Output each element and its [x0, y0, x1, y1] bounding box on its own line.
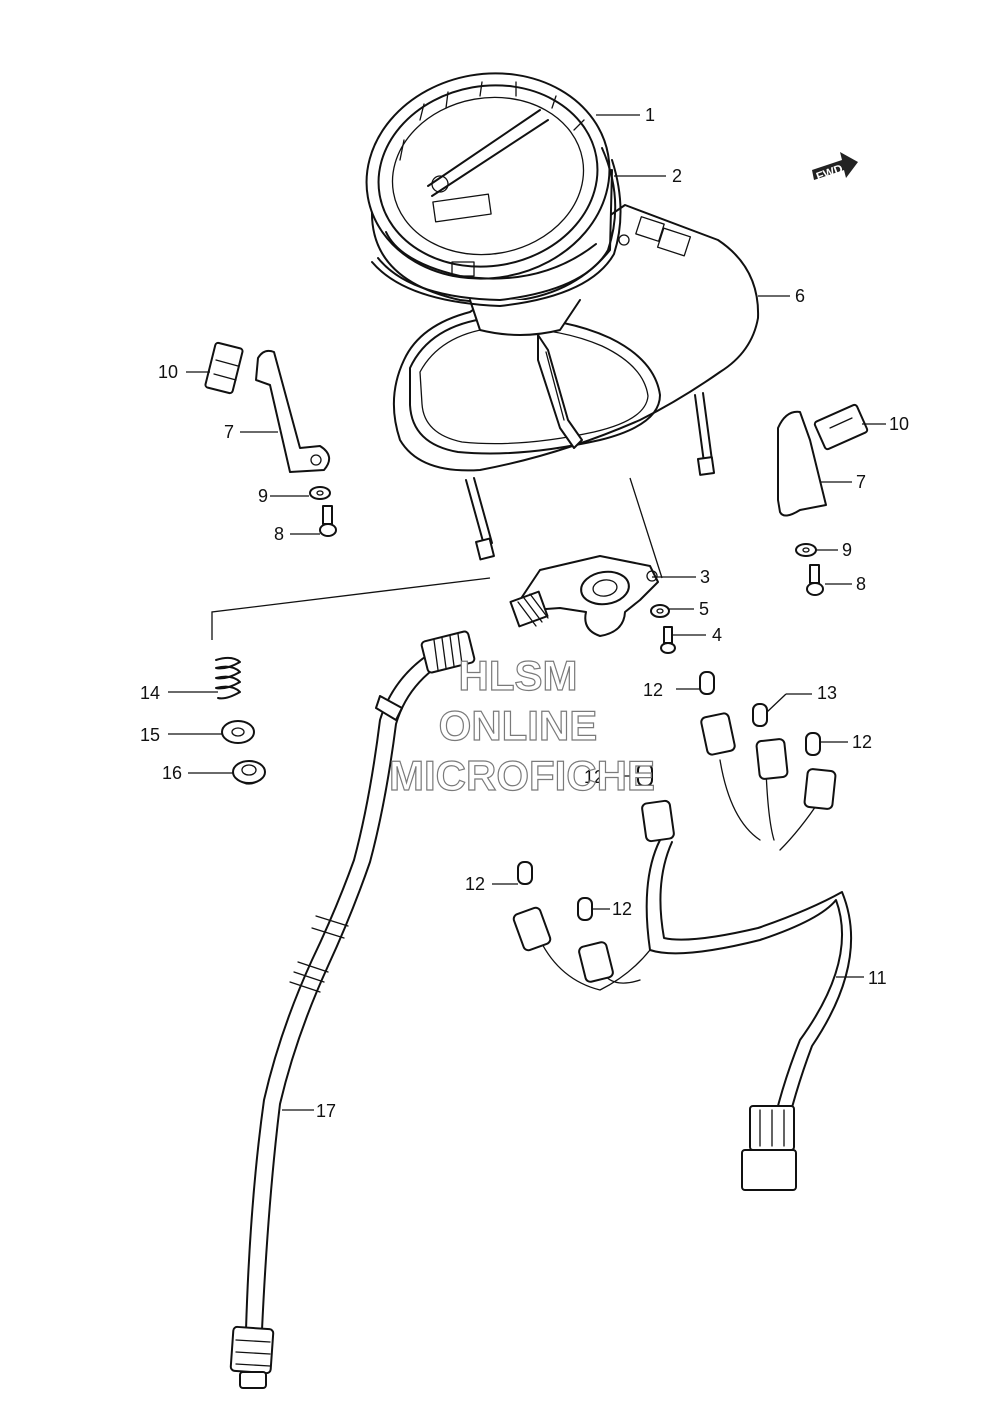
callout-5: 5 [699, 599, 709, 619]
watermark: HLSM ONLINE MICROFICHE [388, 651, 655, 799]
washer-part-15 [221, 720, 255, 744]
speedometer-part-1 [365, 72, 613, 449]
callout-11: 11 [868, 968, 887, 988]
callout-2: 2 [672, 166, 682, 186]
cushion-part-10-right [813, 403, 869, 451]
callout-6: 6 [795, 286, 805, 306]
washer-part-5 [650, 604, 670, 618]
callout-labels: 1 2 3 4 5 6 7 7 8 8 9 9 10 10 11 12 12 1… [140, 105, 909, 1121]
fwd-arrow-icon: FWD [812, 152, 858, 184]
bulb-part-12-e [577, 897, 593, 921]
callout-4: 4 [712, 625, 722, 645]
watermark-line-2: ONLINE [439, 702, 598, 749]
callout-14: 14 [140, 683, 160, 703]
bracket-part-7-right [777, 410, 827, 517]
callout-8-left: 8 [274, 524, 284, 544]
callout-10-left: 10 [158, 362, 178, 382]
callout-12-d: 12 [465, 874, 485, 894]
screw-part-8-right [806, 564, 824, 596]
spring-part-14 [215, 656, 241, 700]
callout-15: 15 [140, 725, 160, 745]
washer-part-9-right [795, 543, 817, 557]
callout-9-right: 9 [842, 540, 852, 560]
gearbox-part-3 [509, 555, 659, 637]
callout-16: 16 [162, 763, 182, 783]
bulb-part-12-c [637, 763, 653, 787]
callout-8-right: 8 [856, 574, 866, 594]
callout-12-a: 12 [643, 680, 663, 700]
callout-12-c: 12 [584, 767, 604, 787]
speedometer-cable-part-17 [229, 630, 476, 1389]
watermark-line-3: MICROFICHE [389, 752, 655, 799]
bulb-part-12-d [517, 861, 533, 885]
callout-17: 17 [316, 1101, 336, 1121]
callout-3: 3 [700, 567, 710, 587]
bulb-part-13 [752, 703, 768, 727]
callout-9-left: 9 [258, 486, 268, 506]
cushion-part-10-left [204, 341, 244, 395]
meter-case-part-6 [392, 204, 760, 561]
callout-12-e: 12 [612, 899, 632, 919]
watermark-line-1: HLSM [459, 652, 578, 699]
bulb-part-12-a [699, 671, 715, 695]
washer-part-9-left [309, 486, 331, 500]
screw-part-8-left [319, 505, 337, 537]
callout-7-left: 7 [224, 422, 234, 442]
callout-1: 1 [645, 105, 655, 125]
leader-lines [168, 114, 886, 1111]
callout-13: 13 [817, 683, 837, 703]
bracket-part-7-left [255, 349, 331, 473]
screw-part-4 [660, 626, 676, 654]
assembly-line [211, 477, 663, 640]
grommet-part-16 [232, 760, 266, 785]
fwd-label: FWD [814, 161, 845, 184]
bezel-ring-part-2 [371, 147, 622, 307]
wiring-harness-part-11 [512, 712, 853, 1191]
callout-12-b: 12 [852, 732, 872, 752]
bulb-part-12-b [805, 732, 821, 756]
callout-10-right: 10 [889, 414, 909, 434]
callout-7-right: 7 [856, 472, 866, 492]
